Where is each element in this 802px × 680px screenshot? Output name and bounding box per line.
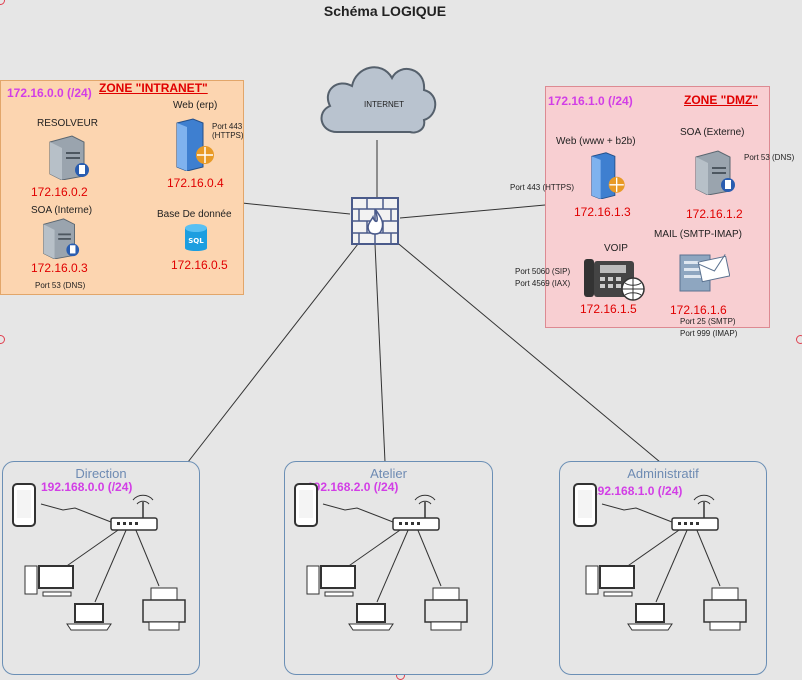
diagram-title: Schéma LOGIQUE xyxy=(323,3,447,19)
site-administratif: Administratif 192.168.1.0 (/24) xyxy=(559,461,767,675)
internet-cloud-icon xyxy=(320,66,437,134)
laptop-icon xyxy=(66,603,112,631)
web-b2b-label: Web (www + b2b) xyxy=(556,136,636,147)
smartphone-icon xyxy=(573,483,597,527)
site-atelier: Atelier 192.168.2.0 (/24) xyxy=(284,461,493,675)
intranet-network: 172.16.0.0 (/24) xyxy=(7,86,92,100)
link-firewall-administratif xyxy=(393,239,661,463)
mail-port-smtp: Port 25 (SMTP) xyxy=(680,317,736,326)
web-erp-ip: 172.16.0.4 xyxy=(167,176,224,190)
resolveur-ip: 172.16.0.2 xyxy=(31,185,88,199)
web-b2b-ip: 172.16.1.3 xyxy=(574,205,631,219)
dmz-zone-title: ZONE "DMZ" xyxy=(684,93,759,107)
mail-ip: 172.16.1.6 xyxy=(670,303,727,317)
desktop-computer-icon xyxy=(585,565,635,597)
laptop-icon xyxy=(627,603,673,631)
site-direction-devices xyxy=(3,462,203,642)
dmz-network: 172.16.1.0 (/24) xyxy=(548,94,633,108)
edge-handle xyxy=(796,335,802,344)
link-firewall-atelier xyxy=(374,243,386,463)
smartphone-icon xyxy=(12,483,36,527)
site-administratif-devices xyxy=(564,462,764,642)
firewall-icon xyxy=(351,197,399,245)
printer-icon xyxy=(142,587,186,631)
site-atelier-network: 192.168.2.0 (/24) xyxy=(307,480,399,494)
mail-server-icon xyxy=(679,254,730,292)
voip-ip: 172.16.1.5 xyxy=(580,302,637,316)
wifi-router-icon xyxy=(671,494,719,531)
link-intranet-firewall xyxy=(241,202,351,215)
link-firewall-direction xyxy=(187,243,359,463)
soa-interne-label: SOA (Interne) xyxy=(31,205,93,216)
soa-interne-server-icon xyxy=(43,218,80,259)
site-atelier-devices xyxy=(285,462,485,642)
soa-externe-ip: 172.16.1.2 xyxy=(686,207,743,221)
edge-handle xyxy=(0,335,5,344)
resolveur-label: RESOLVEUR xyxy=(37,118,98,129)
wifi-router-icon xyxy=(392,494,440,531)
database-icon: SQL xyxy=(185,224,207,251)
mail-port-imap: Port 999 (IMAP) xyxy=(680,329,738,338)
resolveur-server-icon xyxy=(49,135,89,180)
soa-externe-server-icon xyxy=(695,150,735,195)
site-administratif-network: 192.168.1.0 (/24) xyxy=(591,484,683,498)
intranet-zone: 172.16.0.0 (/24) ZONE "INTRANET" RESOLVE… xyxy=(0,80,244,295)
web-erp-server-icon xyxy=(176,118,214,171)
soa-interne-ip: 172.16.0.3 xyxy=(31,261,88,275)
voip-port-sip: Port 5060 (SIP) xyxy=(515,267,571,276)
desktop-computer-icon xyxy=(24,565,74,597)
web-erp-label: Web (erp) xyxy=(173,100,218,111)
laptop-icon xyxy=(348,603,394,631)
voip-phone-icon xyxy=(584,259,645,301)
site-direction-title: Direction xyxy=(75,466,127,481)
desktop-computer-icon xyxy=(306,565,356,597)
database-ip: 172.16.0.5 xyxy=(171,258,228,272)
soa-interne-port: Port 53 (DNS) xyxy=(35,281,86,290)
internet-label: INTERNET xyxy=(364,100,404,109)
site-atelier-title: Atelier xyxy=(370,466,407,481)
soa-externe-port: Port 53 (DNS) xyxy=(744,153,795,162)
soa-externe-label: SOA (Externe) xyxy=(680,127,745,138)
link-dmz-firewall xyxy=(399,204,546,219)
printer-icon xyxy=(424,587,468,631)
smartphone-icon xyxy=(294,483,318,527)
site-direction-network: 192.168.0.0 (/24) xyxy=(41,480,133,494)
svg-text:SQL: SQL xyxy=(188,237,204,245)
database-label: Base De donnée xyxy=(157,209,232,220)
printer-icon xyxy=(703,587,747,631)
edge-handle xyxy=(0,0,5,5)
web-b2b-port: Port 443 (HTTPS) xyxy=(510,183,575,192)
web-erp-port: Port 443 (HTTPS) xyxy=(212,122,244,140)
mail-label: MAIL (SMTP-IMAP) xyxy=(654,229,742,240)
web-b2b-server-icon xyxy=(591,152,625,199)
wifi-router-icon xyxy=(110,494,158,531)
voip-label: VOIP xyxy=(604,243,628,254)
intranet-zone-title: ZONE "INTRANET" xyxy=(99,81,208,95)
dmz-zone: 172.16.1.0 (/24) ZONE "DMZ" Web (www + b… xyxy=(545,86,770,328)
voip-port-iax: Port 4569 (IAX) xyxy=(515,279,571,288)
site-administratif-title: Administratif xyxy=(627,466,699,481)
site-direction: Direction 192.168.0.0 (/24) xyxy=(2,461,200,675)
